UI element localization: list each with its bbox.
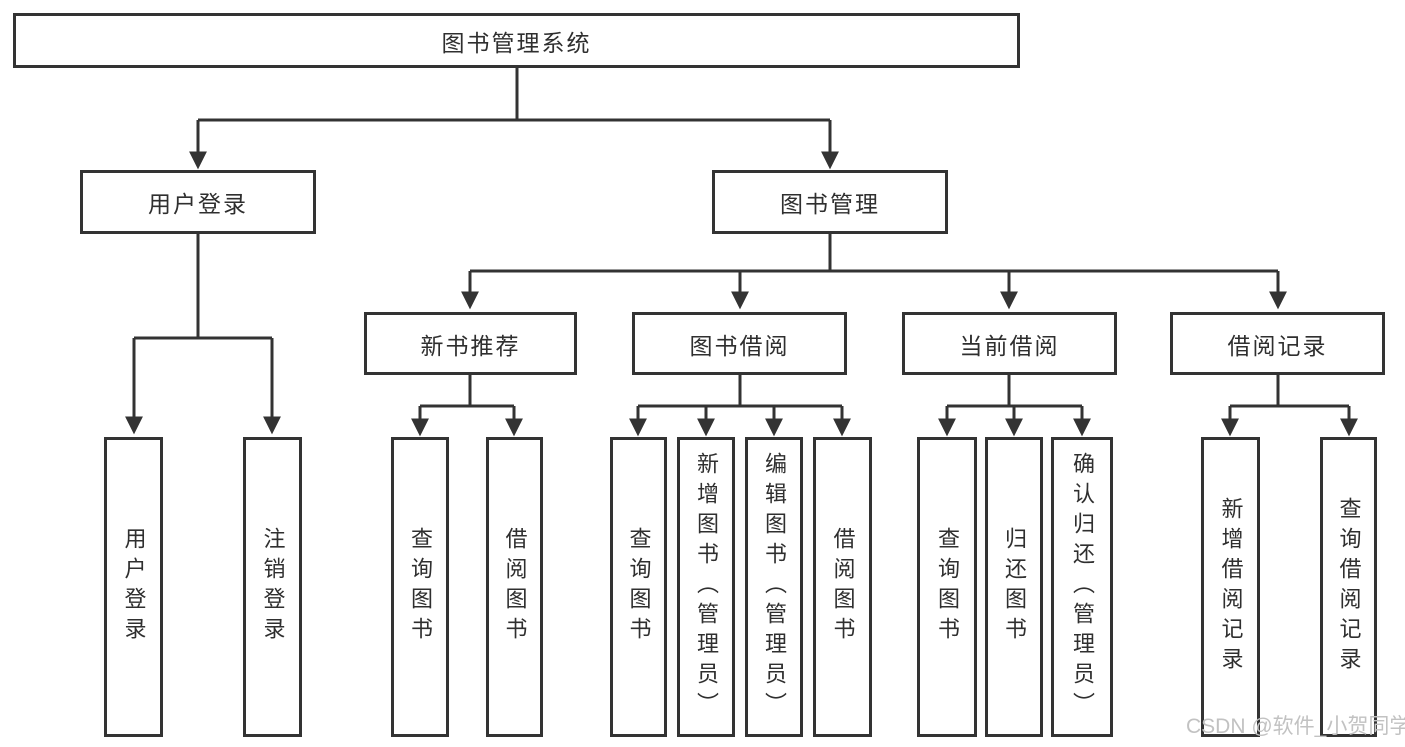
leaf-add-books-admin-label: 新增图书（管理员） (694, 452, 719, 722)
csdn-watermark: CSDN @软件_小贺同学 (1186, 715, 1405, 738)
node-book-borrowing-label: 图书借阅 (689, 332, 790, 359)
leaf-add-borrow-record: 新增借阅记录 (1201, 437, 1260, 737)
leaf-add-books-admin: 新增图书（管理员） (677, 437, 735, 737)
leaf-edit-books-admin-label: 编辑图书（管理员） (762, 452, 787, 722)
leaf-search-books-3-label: 查询图书 (935, 527, 960, 647)
node-new-book-recommendation-label: 新书推荐 (420, 332, 521, 359)
leaf-borrow-books-2: 借阅图书 (813, 437, 872, 737)
leaf-confirm-return-admin-label: 确认归还（管理员） (1070, 452, 1095, 722)
node-borrowing-records: 借阅记录 (1170, 312, 1385, 375)
node-current-borrowing-label: 当前借阅 (959, 332, 1060, 359)
leaf-search-borrow-record: 查询借阅记录 (1320, 437, 1377, 737)
leaf-return-books: 归还图书 (985, 437, 1043, 737)
node-root: 图书管理系统 (13, 13, 1020, 68)
leaf-search-books-2-label: 查询图书 (626, 527, 652, 647)
leaf-return-books-label: 归还图书 (1002, 527, 1027, 647)
leaf-user-login: 用户登录 (104, 437, 163, 737)
node-user-login-label: 用户登录 (148, 191, 248, 217)
node-user-login: 用户登录 (80, 170, 316, 234)
node-borrowing-records-label: 借阅记录 (1227, 332, 1328, 359)
leaf-search-books-1-label: 查询图书 (408, 527, 433, 647)
leaf-add-borrow-record-label: 新增借阅记录 (1218, 497, 1244, 677)
leaf-logout-label: 注销登录 (260, 527, 286, 647)
leaf-edit-books-admin: 编辑图书（管理员） (745, 437, 803, 737)
leaf-borrow-books-1-label: 借阅图书 (502, 527, 528, 647)
leaf-search-books-2: 查询图书 (610, 437, 667, 737)
node-book-borrowing: 图书借阅 (632, 312, 847, 375)
node-new-book-recommendation: 新书推荐 (364, 312, 577, 375)
node-book-management: 图书管理 (712, 170, 948, 234)
leaf-borrow-books-2-label: 借阅图书 (830, 527, 856, 647)
node-root-label: 图书管理系统 (441, 29, 592, 56)
leaf-search-books-1: 查询图书 (391, 437, 449, 737)
leaf-logout: 注销登录 (243, 437, 302, 737)
leaf-confirm-return-admin: 确认归还（管理员） (1051, 437, 1113, 737)
leaf-search-borrow-record-label: 查询借阅记录 (1336, 497, 1362, 677)
leaf-borrow-books-1: 借阅图书 (486, 437, 543, 737)
leaf-search-books-3: 查询图书 (917, 437, 977, 737)
leaf-user-login-label: 用户登录 (121, 527, 147, 647)
node-book-management-label: 图书管理 (780, 191, 880, 217)
node-current-borrowing: 当前借阅 (902, 312, 1117, 375)
